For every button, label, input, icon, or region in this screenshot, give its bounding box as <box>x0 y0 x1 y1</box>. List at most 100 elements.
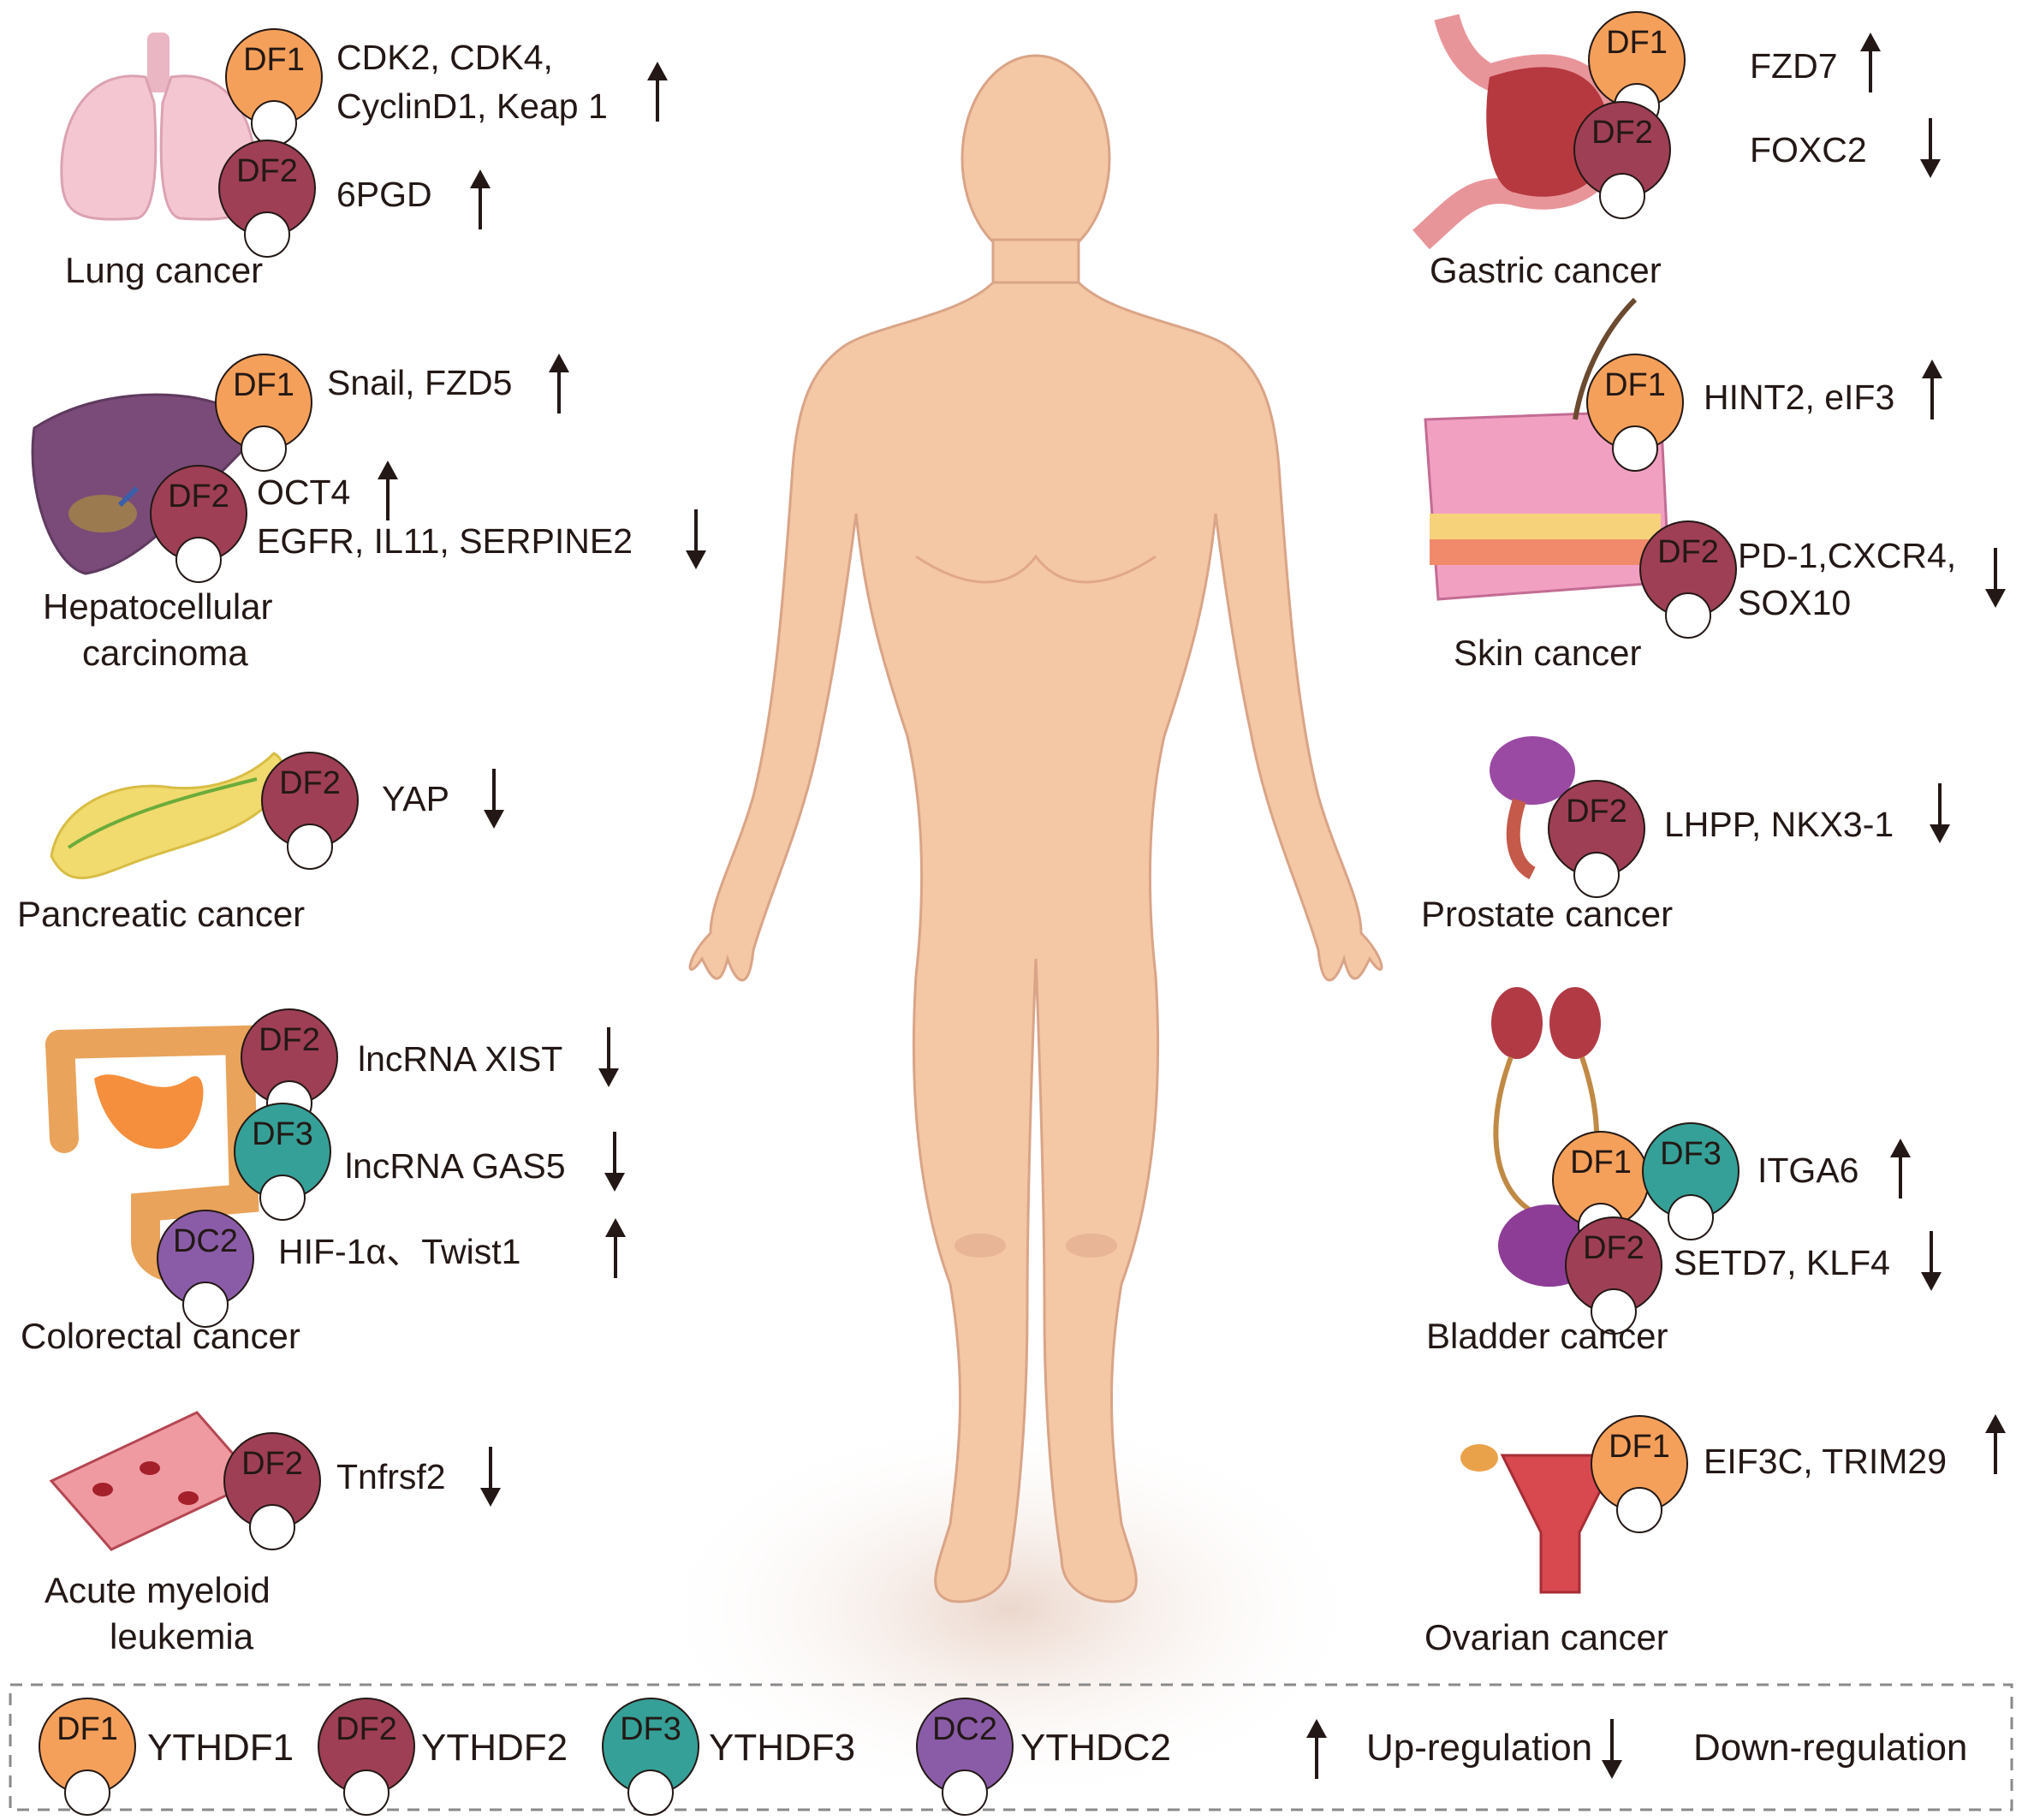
lung-df1-arrow <box>645 60 669 123</box>
badge-layer: DF1DF2DF1DF2DF2DF2DF3DC2DF2DF1DF2DF1DF2D… <box>39 11 1740 1816</box>
bladder-df3-badge: DF3 <box>1642 1122 1740 1240</box>
liver-df2-genes-a: OCT4 <box>257 473 351 512</box>
gastric-df1-arrow <box>1858 31 1882 94</box>
lung-df2-badge: DF2 <box>218 140 316 258</box>
liver-df2-badge-text: DF2 <box>168 479 229 514</box>
human-body <box>688 54 1383 1603</box>
bladder-df1-badge-text: DF1 <box>1570 1145 1632 1181</box>
skin-df2-arrow <box>1983 546 2007 610</box>
pancreas-df2-genes: YAP <box>382 779 449 818</box>
skin-df2-genes-line2: SOX10 <box>1738 583 1852 622</box>
lung-df1-genes-line1: CDK2, CDK4, <box>336 38 553 77</box>
aml-label-line1: Acute myeloid <box>45 1570 271 1610</box>
pancreas-df2-badge-text: DF2 <box>279 765 341 801</box>
skin-label: Skin cancer <box>1454 633 1642 673</box>
pancreas-df2-badge: DF2 <box>261 752 359 870</box>
skin-df1-badge-text: DF1 <box>1604 367 1666 403</box>
gastric-df2-badge: DF2 <box>1573 101 1671 219</box>
legend-dc2-text: YTHDC2 <box>1020 1727 1172 1769</box>
prostate-label: Prostate cancer <box>1421 894 1674 934</box>
legend-df3-badge: DF3 <box>602 1698 699 1816</box>
gastric-df1-badge: DF1 <box>1588 11 1686 129</box>
legend-dc2-badge: DC2 <box>916 1698 1014 1816</box>
lung-df1-badge: DF1 <box>225 28 323 146</box>
prostate-df2-badge-text: DF2 <box>1566 794 1627 830</box>
pancreas-label: Pancreatic cancer <box>17 894 306 934</box>
aml-df2-badge-text: DF2 <box>241 1446 303 1482</box>
colon-dc2-arrow <box>604 1216 627 1280</box>
liver-df2b-arrow <box>684 508 708 571</box>
skin-df1-genes: HINT2, eIF3 <box>1704 378 1895 417</box>
liver-df1-badge-text: DF1 <box>233 367 294 403</box>
legend-df2-badge: DF2 <box>318 1698 415 1816</box>
legend-df3-text: YTHDF3 <box>709 1727 856 1769</box>
aml-label-line2: leukemia <box>110 1616 254 1656</box>
legend-down-text: Down-regulation <box>1693 1727 1968 1769</box>
floor-shadow <box>651 1413 1370 1806</box>
bladder-df1-df3-genes: ITGA6 <box>1757 1151 1859 1190</box>
liver-df2a-arrow <box>376 459 400 522</box>
legend-df2-badge-text: DF2 <box>336 1711 397 1747</box>
bladder-label: Bladder cancer <box>1426 1316 1668 1356</box>
legend-df1-badge-text: DF1 <box>56 1711 118 1747</box>
skin-df2-badge-text: DF2 <box>1657 534 1719 570</box>
legend-frame <box>9 1683 2013 1811</box>
legend-up-arrow <box>1305 1717 1329 1781</box>
liver-df2-genes-b: EGFR, IL11, SERPINE2 <box>257 521 633 561</box>
aml-df2-genes: Tnfrsf2 <box>336 1457 446 1496</box>
bladder-df2-arrow <box>1919 1229 1943 1293</box>
legend-df3-badge-text: DF3 <box>620 1711 681 1747</box>
legend-df1-text: YTHDF1 <box>147 1727 294 1769</box>
ovary-label: Ovarian cancer <box>1424 1617 1668 1657</box>
lung-df2-arrow <box>468 168 492 231</box>
aml-df2-badge: DF2 <box>223 1432 321 1550</box>
lung-cancer-label: Lung cancer <box>65 250 264 290</box>
bladder-df2-genes: SETD7, KLF4 <box>1674 1243 1890 1282</box>
bladder-df2-badge: DF2 <box>1565 1216 1662 1335</box>
legend-df1-badge: DF1 <box>39 1698 136 1816</box>
skin-df1-badge: DF1 <box>1586 354 1684 472</box>
colon-df3-badge-text: DF3 <box>252 1116 313 1152</box>
colon-dc2-genes: HIF-1α、Twist1 <box>278 1232 521 1271</box>
pancreas-illustration <box>50 752 284 880</box>
colon-label: Colorectal cancer <box>21 1316 300 1356</box>
prostate-df2-badge: DF2 <box>1548 780 1645 898</box>
liver-df1-arrow <box>547 352 571 415</box>
colon-df2-genes: lncRNA XIST <box>358 1039 563 1079</box>
legend-down-arrow <box>1600 1717 1624 1781</box>
colon-df3-arrow <box>603 1130 627 1193</box>
gastric-df1-genes: FZD7 <box>1750 46 1838 86</box>
lung-df2-genes: 6PGD <box>336 175 432 214</box>
ovary-df1-genes: EIF3C, TRIM29 <box>1704 1442 1948 1481</box>
ovary-df1-badge: DF1 <box>1591 1415 1688 1533</box>
aml-arrow <box>479 1445 503 1508</box>
bladder-df13-arrow <box>1888 1137 1912 1200</box>
colon-df2-badge-text: DF2 <box>259 1022 320 1058</box>
gastric-df2-arrow <box>1918 116 1942 180</box>
pancreas-arrow <box>482 767 506 830</box>
prostate-df2-genes: LHPP, NKX3-1 <box>1664 805 1894 844</box>
skin-df1-arrow <box>1920 358 1944 421</box>
legend-df2-text: YTHDF2 <box>421 1727 568 1769</box>
colon-df3-badge: DF3 <box>234 1103 331 1221</box>
legend-up-text: Up-regulation <box>1366 1727 1593 1769</box>
ovary-df1-badge-text: DF1 <box>1609 1429 1670 1465</box>
liver-df1-badge: DF1 <box>215 354 312 472</box>
gastric-df2-badge-text: DF2 <box>1591 115 1653 151</box>
colon-df2-arrow <box>597 1026 621 1089</box>
bladder-df3-badge-text: DF3 <box>1660 1136 1722 1172</box>
bladder-df2-badge-text: DF2 <box>1583 1230 1644 1266</box>
prostate-illustration <box>1490 736 1575 880</box>
liver-df2-badge: DF2 <box>150 465 247 583</box>
gastric-df1-badge-text: DF1 <box>1606 25 1668 61</box>
liver-df1-genes: Snail, FZD5 <box>327 363 513 402</box>
lung-df2-badge-text: DF2 <box>236 153 298 189</box>
colon-dc2-badge: DC2 <box>157 1210 254 1328</box>
colon-df3-genes: lncRNA GAS5 <box>345 1146 566 1186</box>
legend-dc2-badge-text: DC2 <box>932 1711 997 1747</box>
skin-df2-badge: DF2 <box>1639 520 1737 639</box>
liver-label-line2: carcinoma <box>82 633 248 673</box>
lung-df1-genes-line2: CyclinD1, Keap 1 <box>336 86 608 126</box>
liver-label-line1: Hepatocellular <box>43 586 273 627</box>
